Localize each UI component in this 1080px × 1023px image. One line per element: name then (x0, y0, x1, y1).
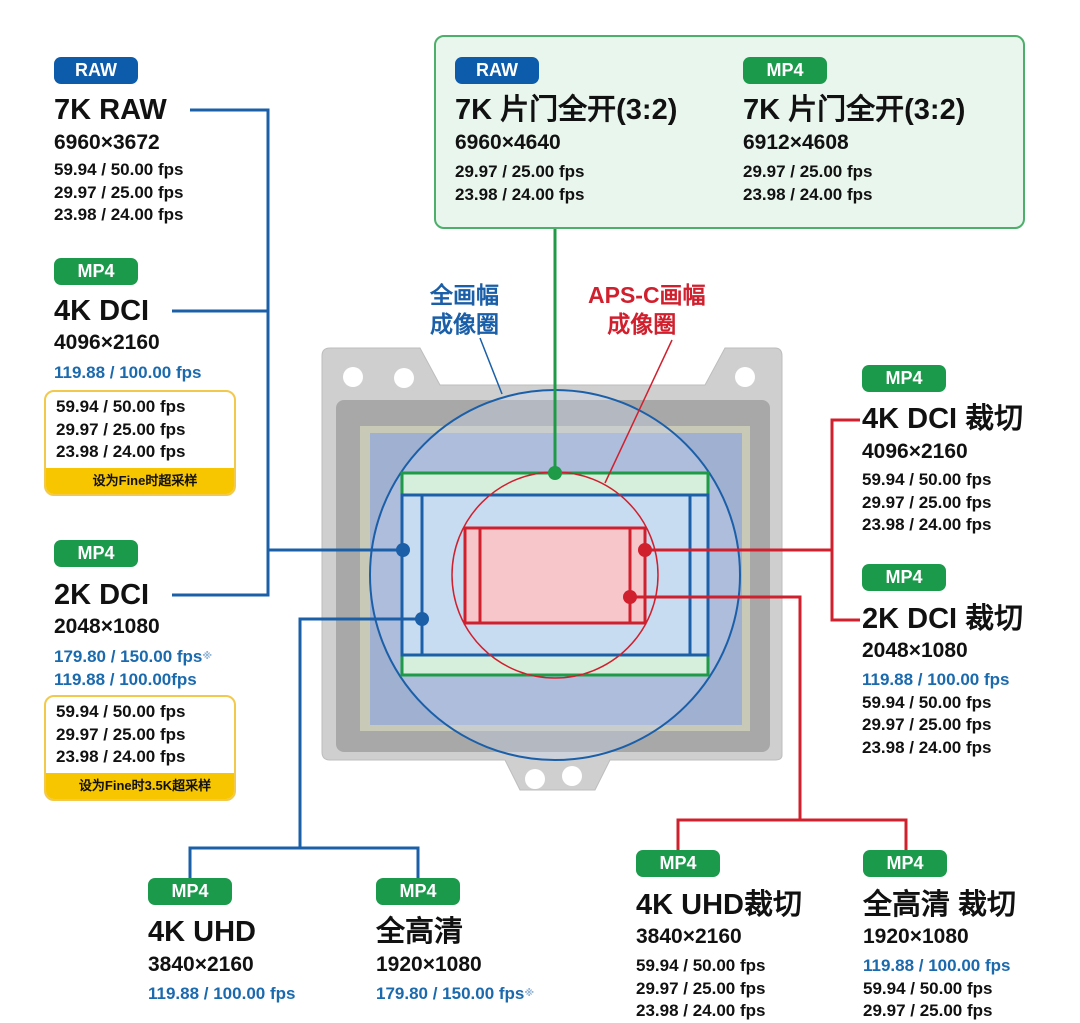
fps: 29.97 / 25.00 fps (863, 1001, 993, 1020)
fps: 59.94 / 50.00 fps (863, 978, 993, 998)
label-line: 成像圈 (607, 311, 677, 337)
mode-title: 4K UHD (148, 916, 256, 948)
mode-resolution: 3840×2160 (636, 925, 742, 948)
fps: 23.98 / 24.00 fps (636, 1001, 766, 1020)
fps-high-list: 179.80 / 150.00 fps※ 119.88 / 100.00fps (54, 646, 212, 691)
mode-resolution: 6960×4640 (455, 131, 561, 154)
supersample-box: 59.94 / 50.00 fps 29.97 / 25.00 fps 23.98 … (44, 695, 236, 801)
mp4-badge: MP4 (743, 57, 827, 84)
fps-high: 119.88 / 100.00 fps (54, 363, 202, 382)
aps-c-circle-label: APS-C画幅 成像圈 (588, 281, 706, 339)
fps: 23.98 / 24.00 fps (862, 737, 992, 757)
mode-resolution: 2048×1080 (862, 639, 968, 662)
mode-title: 2K DCI (54, 579, 150, 611)
fps: 29.97 / 25.00 fps (636, 978, 766, 998)
mode-title: 7K RAW (54, 94, 167, 126)
mp4-badge: MP4 (54, 258, 138, 285)
fps: 23.98 / 24.00 fps (455, 184, 585, 204)
fps-list: 29.97 / 25.00 fps 23.98 / 24.00 fps (455, 161, 584, 206)
raw-badge: RAW (54, 57, 138, 84)
full-frame-circle-label: 全画幅 成像圈 (430, 281, 499, 339)
fps: 59.94 / 50.00 fps (862, 470, 992, 489)
mode-title: 4K DCI 裁切 (862, 403, 1024, 435)
fps: 29.97 / 25.00 fps (862, 715, 992, 734)
mode-title: 4K UHD裁切 (636, 889, 802, 921)
fps: 29.97 / 25.00 fps (54, 182, 184, 202)
fps-high: 179.80 / 150.00 fps※ (376, 983, 534, 1006)
footnote-mark: ※ (524, 988, 535, 999)
fps-high: 119.88 / 100.00 fps (863, 956, 1011, 975)
mp4-badge: MP4 (636, 850, 720, 877)
footnote-mark: ※ (202, 651, 213, 662)
fps-list: 119.88 / 100.00 fps 59.94 / 50.00 fps 29.9… (863, 955, 1010, 1023)
fps: 23.98 / 24.00 fps (54, 205, 184, 224)
label-line: APS-C画幅 (588, 282, 706, 308)
mode-title: 2K DCI 裁切 (862, 603, 1024, 635)
fps: 23.98 / 24.00 fps (743, 184, 873, 204)
mode-title: 7K 片门全开(3:2) (743, 94, 966, 126)
supersample-box: 59.94 / 50.00 fps 29.97 / 25.00 fps 23.98 … (44, 390, 236, 496)
raw-badge: RAW (455, 57, 539, 84)
mode-resolution: 4096×2160 (54, 331, 160, 354)
supersample-note: 设为Fine时超采样 (46, 467, 234, 494)
fps: 29.97 / 25.00 fps (56, 419, 186, 439)
mode-title: 全高清 裁切 (863, 889, 1017, 921)
mode-title: 4K DCI (54, 295, 150, 327)
fps-list: 59.94 / 50.00 fps 29.97 / 25.00 fps 23.98 … (636, 955, 765, 1023)
supersample-note: 设为Fine时3.5K超采样 (46, 772, 234, 799)
aps-c-connectors (630, 418, 908, 850)
fps: 119.88 / 100.00fps (54, 669, 197, 689)
mode-resolution: 6912×4608 (743, 131, 849, 154)
mode-title: 7K 片门全开(3:2) (455, 94, 678, 126)
fps: 59.94 / 50.00 fps (862, 692, 992, 712)
mp4-badge: MP4 (862, 365, 946, 392)
mp4-badge: MP4 (148, 878, 232, 905)
mode-resolution: 6960×3672 (54, 131, 160, 154)
fps-list: 29.97 / 25.00 fps 23.98 / 24.00 fps (743, 161, 872, 206)
mode-resolution: 2048×1080 (54, 615, 160, 638)
mode-resolution: 4096×2160 (862, 440, 968, 463)
fps-list: 119.88 / 100.00 fps 59.94 / 50.00 fps 29.9… (862, 669, 1009, 759)
mp4-badge: MP4 (863, 850, 947, 877)
fps: 59.94 / 50.00 fps (636, 956, 766, 975)
fps-list: 59.94 / 50.00 fps 29.97 / 25.00 fps 23.98 … (54, 159, 183, 227)
aps-c-crop-frame (463, 526, 647, 625)
mode-resolution: 1920×1080 (376, 953, 482, 976)
mode-resolution: 3840×2160 (148, 953, 254, 976)
mp4-badge: MP4 (376, 878, 460, 905)
fps: 179.80 / 150.00 fps (376, 984, 525, 1003)
fps-high: 119.88 / 100.00 fps (862, 670, 1010, 689)
fps: 29.97 / 25.00 fps (862, 492, 992, 512)
full-frame-connectors (172, 108, 422, 878)
fps: 29.97 / 25.00 fps (743, 162, 873, 181)
fps: 23.98 / 24.00 fps (56, 442, 186, 461)
fps-list: 59.94 / 50.00 fps 29.97 / 25.00 fps 23.98 … (862, 469, 991, 537)
fps: 29.97 / 25.00 fps (56, 724, 186, 744)
fps: 23.98 / 24.00 fps (56, 747, 186, 766)
fps: 179.80 / 150.00 fps (54, 647, 203, 666)
fps: 59.94 / 50.00 fps (56, 397, 186, 416)
mode-title: 全高清 (376, 916, 464, 948)
label-line: 全画幅 (430, 282, 499, 308)
fps: 59.94 / 50.00 fps (54, 160, 184, 179)
fps: 29.97 / 25.00 fps (455, 162, 585, 181)
mp4-badge: MP4 (54, 540, 138, 567)
fps-high: 119.88 / 100.00 fps (148, 984, 296, 1003)
mode-resolution: 1920×1080 (863, 925, 969, 948)
fps: 59.94 / 50.00 fps (56, 702, 186, 721)
fps: 23.98 / 24.00 fps (862, 515, 992, 534)
label-line: 成像圈 (430, 311, 499, 337)
mp4-badge: MP4 (862, 564, 946, 591)
